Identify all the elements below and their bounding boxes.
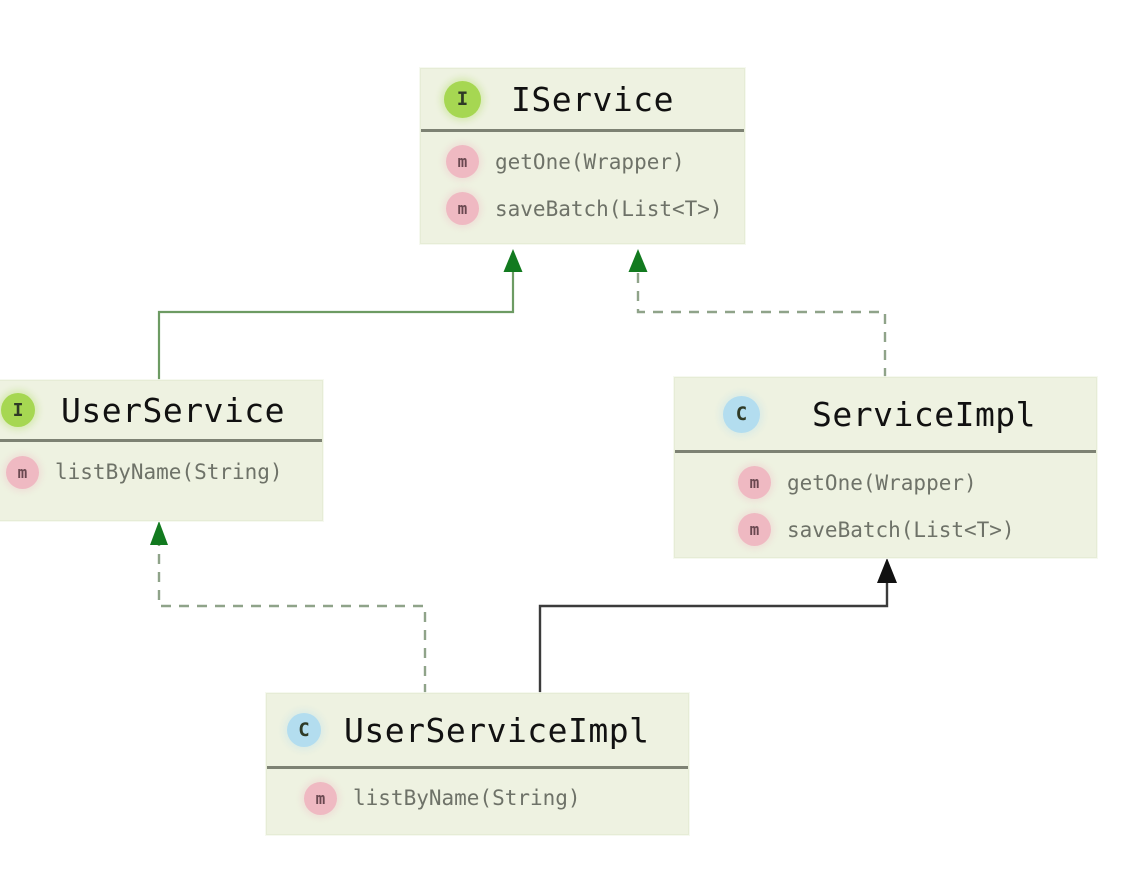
node-header-iservice: I IService [421,69,744,129]
member-label: getOne(Wrapper) [495,149,685,174]
method-badge-icon: m [446,145,479,178]
node-header-userserviceimpl: C UserServiceImpl [267,694,688,766]
member-row[interactable]: m saveBatch(List<T>) [421,185,744,232]
method-badge-icon: m [738,466,771,499]
node-body-serviceimpl: m getOne(Wrapper) m saveBatch(List<T>) [675,453,1096,557]
edge-userservice-extends-iservice [157,249,523,381]
uml-node-iservice[interactable]: I IService m getOne(Wrapper) m saveBatch… [420,68,745,244]
node-divider [0,439,322,442]
node-title-serviceimpl: ServiceImpl [812,394,1037,434]
member-label: saveBatch(List<T>) [787,517,1015,542]
arrowhead-triangle-black [877,558,897,583]
uml-node-userservice[interactable]: I UserService m listByName(String) [0,380,323,521]
method-badge-icon: m [446,192,479,225]
node-divider [421,129,744,132]
node-body-userservice: m listByName(String) [0,442,322,504]
node-body-iservice: m getOne(Wrapper) m saveBatch(List<T>) [421,132,744,240]
node-body-userserviceimpl: m listByName(String) [267,769,688,829]
method-badge-icon: m [738,513,771,546]
node-header-serviceimpl: C ServiceImpl [675,378,1096,450]
interface-badge-icon: I [1,393,35,427]
edge-userserviceimpl-extends-serviceimpl [538,558,897,694]
member-row[interactable]: m getOne(Wrapper) [675,459,1096,506]
edge-serviceimpl-implements-iservice [628,249,887,378]
edge-userserviceimpl-implements-userservice [150,521,427,694]
arrowhead-triangle-green [150,521,168,545]
interface-badge-icon: I [444,80,481,118]
member-row[interactable]: m listByName(String) [0,448,322,496]
member-label: saveBatch(List<T>) [495,196,723,221]
node-title-userservice: UserService [61,390,286,430]
member-label: getOne(Wrapper) [787,470,977,495]
class-badge-icon: C [287,713,321,747]
uml-node-userserviceimpl[interactable]: C UserServiceImpl m listByName(String) [266,693,689,835]
member-label: listByName(String) [55,460,283,484]
member-row[interactable]: m getOne(Wrapper) [421,138,744,185]
method-badge-icon: m [304,781,337,815]
class-badge-icon: C [723,395,760,433]
node-header-userservice: I UserService [0,381,322,439]
uml-node-serviceimpl[interactable]: C ServiceImpl m getOne(Wrapper) m saveBa… [674,377,1097,558]
node-divider [267,766,688,769]
node-title-userserviceimpl: UserServiceImpl [344,710,650,750]
node-divider [675,450,1096,453]
member-row[interactable]: m listByName(String) [267,775,688,821]
member-label: listByName(String) [353,786,581,810]
node-title-iservice: IService [511,79,674,119]
member-row[interactable]: m saveBatch(List<T>) [675,506,1096,553]
arrowhead-triangle-green [503,249,523,272]
arrowhead-triangle-green [628,249,648,272]
method-badge-icon: m [6,455,39,489]
